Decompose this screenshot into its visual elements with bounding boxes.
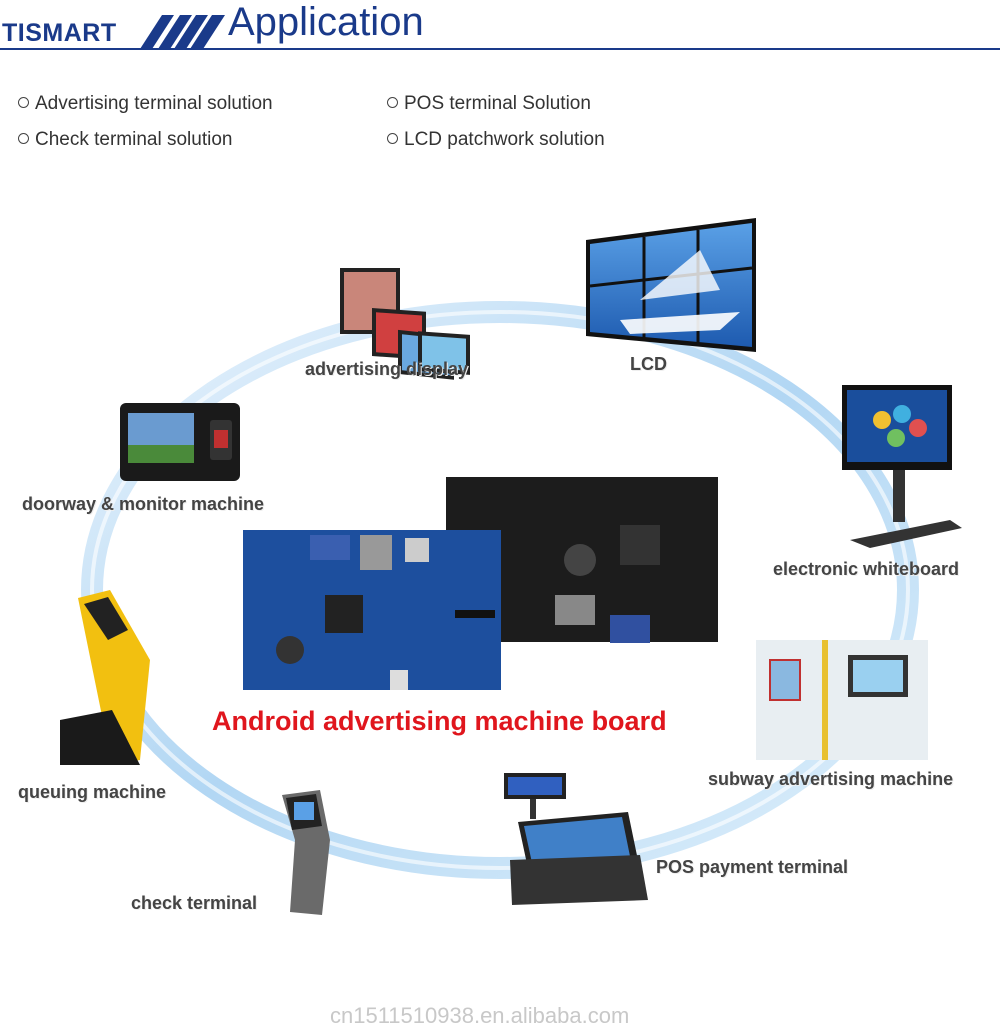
doorway-monitor-machine-image [120, 403, 240, 481]
bullet-item: POS terminal Solution [387, 93, 591, 115]
android-board-image [243, 477, 718, 690]
watermark: cn1511510938.en.alibaba.com [330, 1003, 630, 1028]
subway-advertising-machine-image [756, 640, 928, 760]
center-title: Android advertising machine board [212, 706, 667, 736]
circle-bullet-icon [18, 133, 29, 144]
header-stripes-icon [140, 15, 225, 49]
bullet-item: Advertising terminal solution [18, 93, 273, 115]
label-pos-terminal: POS payment terminal [656, 857, 849, 877]
circle-bullet-icon [387, 97, 398, 108]
bullet-item: LCD patchwork solution [387, 129, 605, 151]
label-queuing-machine: queuing machine [18, 782, 167, 802]
page-title: Application [228, 0, 424, 44]
label-lcd: LCD [630, 354, 667, 374]
electronic-whiteboard-image [842, 385, 962, 548]
label-subway-machine: subway advertising machine [708, 769, 954, 789]
lcd-video-wall-image [586, 218, 756, 352]
check-terminal-image [282, 790, 330, 915]
circle-bullet-icon [18, 97, 29, 108]
pos-terminal-image [504, 773, 648, 905]
bullet-item: Check terminal solution [18, 129, 232, 151]
label-advertising-display: advertising display [305, 359, 469, 379]
header-divider [0, 48, 1000, 50]
queuing-machine-image [60, 590, 150, 765]
brand-logo-text: TISMART [2, 19, 117, 47]
circle-bullet-icon [387, 133, 398, 144]
label-doorway-monitor: doorway & monitor machine [22, 494, 265, 514]
label-check-terminal: check terminal [131, 893, 258, 913]
advertising-display-image [340, 268, 470, 380]
label-electronic-whiteboard: electronic whiteboard [773, 559, 960, 579]
